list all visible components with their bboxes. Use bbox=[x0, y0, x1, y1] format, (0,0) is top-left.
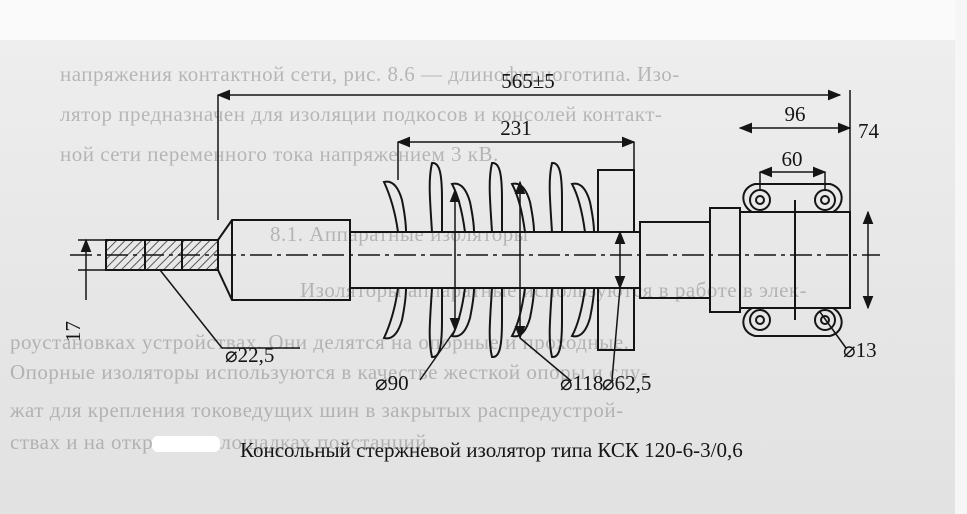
dim-rod-end-height: 17 bbox=[61, 321, 85, 342]
dim-hole-spacing: 60 bbox=[782, 147, 803, 171]
dim-shed-large-diameter: ⌀118 bbox=[560, 371, 603, 395]
dim-hole-diameter: ⌀13 bbox=[843, 338, 877, 362]
background-text-line: жат для крепления токоведущих шин в закр… bbox=[10, 398, 624, 422]
insulator-sheds bbox=[382, 162, 635, 358]
background-text-line: лятор предназначен для изоляции подкосов… bbox=[60, 102, 663, 126]
page-top-margin bbox=[0, 0, 967, 40]
background-text-line: Изоляторы аппаратные используются в рабо… bbox=[300, 278, 808, 302]
figure-caption: Консольный стержневой изолятор типа КСК … bbox=[240, 438, 743, 462]
dim-rod-diameter: ⌀22,5 bbox=[225, 343, 274, 367]
dim-end-fitting-length: 96 bbox=[785, 102, 806, 126]
dim-shed-small-diameter: ⌀90 bbox=[375, 371, 409, 395]
correction-blot bbox=[152, 436, 220, 452]
core-rod bbox=[349, 231, 641, 289]
dim-shed-section-length: 231 bbox=[500, 116, 532, 140]
dim-end-fitting-height: 74 bbox=[858, 119, 880, 143]
page-right-margin bbox=[955, 0, 967, 514]
background-text-line: 8.1. Аппаратные изоляторы bbox=[270, 222, 529, 246]
dim-overall-length: 565±5 bbox=[501, 69, 555, 93]
background-text-line: напряжения контактной сети, рис. 8.6 — д… bbox=[60, 62, 680, 86]
dim-core-diameter: ⌀62,5 bbox=[602, 371, 651, 395]
background-text-line: ствах и на открытых площадках подстанций… bbox=[10, 430, 433, 454]
end-fitting bbox=[709, 183, 851, 337]
background-text-line: Опорные изоляторы используются в качеств… bbox=[10, 360, 649, 384]
rod-end-fitting bbox=[217, 219, 351, 301]
